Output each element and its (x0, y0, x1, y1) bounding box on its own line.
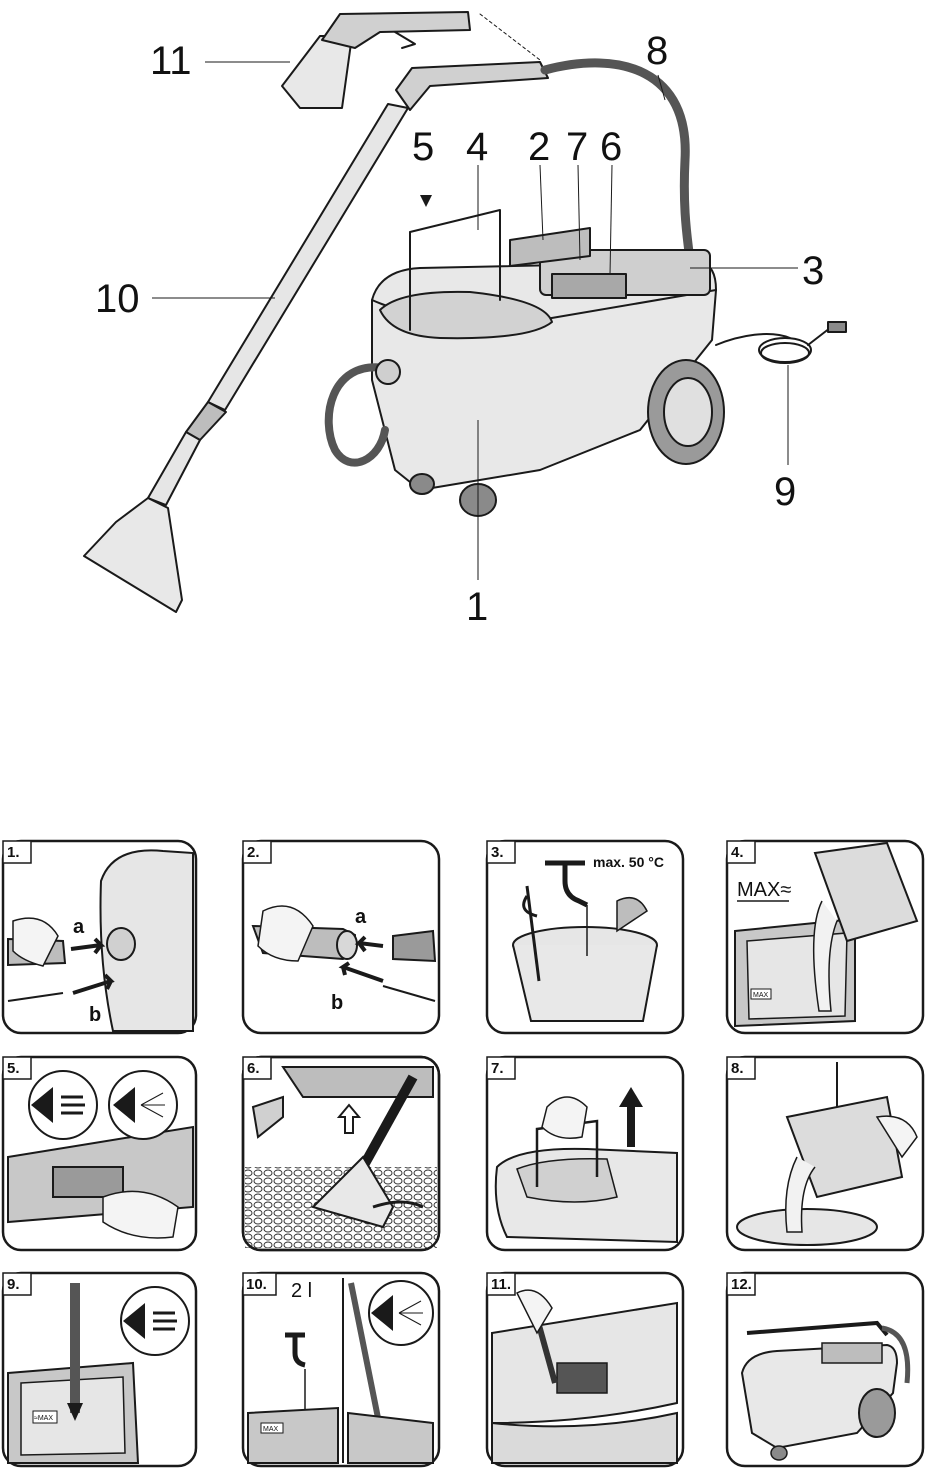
step-number: 5. (7, 1060, 20, 1077)
step-number: 9. (7, 1276, 20, 1293)
step-panel-5: 5. (1, 1055, 198, 1252)
step-panel-2: 2. a b (241, 839, 441, 1035)
max-fill-label: MAX≈ (737, 879, 791, 901)
spray-wand-drawing (83, 61, 549, 613)
step-number: 8. (731, 1060, 744, 1077)
volume-label: 2 l (291, 1280, 312, 1302)
label-b: b (89, 1004, 101, 1026)
callout-11: 11 (150, 39, 192, 83)
callout-labels: 11 8 5 4 2 7 6 3 10 9 1 (95, 29, 824, 629)
machine-body-drawing (324, 209, 725, 517)
label-b: b (331, 992, 343, 1014)
callout-3: 3 (802, 249, 824, 293)
max-marker-label: MAX (753, 992, 769, 999)
callout-4: 4 (466, 125, 488, 169)
step-panel-11: 11. (485, 1271, 685, 1468)
callout-2: 2 (528, 125, 550, 169)
step-number: 4. (731, 844, 744, 861)
main-machine-illustration (83, 11, 847, 613)
max-marker-label: ≈MAX (34, 1415, 53, 1422)
step-number: 10. (246, 1276, 267, 1293)
callout-10: 10 (95, 277, 140, 321)
step-number: 2. (247, 844, 260, 861)
step-panel-1: 1. a b (1, 839, 198, 1035)
callout-1: 1 (466, 585, 488, 629)
step-panel-9: 9. ≈MAX (1, 1271, 198, 1468)
hose-drawing (540, 58, 695, 270)
step-number: 3. (491, 844, 504, 861)
step-panel-7: 7. (485, 1055, 685, 1252)
callout-9: 9 (774, 470, 796, 514)
callout-leaders (152, 61, 798, 580)
step-number: 11. (491, 1276, 511, 1293)
step-panel-6: 6. (241, 1055, 441, 1252)
step-number: 7. (491, 1060, 504, 1077)
step-panel-3: 3. max. 50 °C (485, 839, 685, 1035)
step-number: 12. (731, 1276, 752, 1293)
hand-tool-drawing (281, 11, 541, 109)
callout-6: 6 (600, 125, 622, 169)
callout-7: 7 (566, 125, 588, 169)
step-panel-8: 8. (725, 1055, 925, 1252)
callout-5: 5 (412, 125, 434, 169)
max-temp-label: max. 50 °C (593, 854, 664, 870)
step-number: 6. (247, 1060, 260, 1077)
step-panel-10: 10. 2 l MAX (241, 1271, 441, 1468)
step-panel-12: 12. (725, 1271, 925, 1468)
label-a: a (355, 906, 367, 928)
callout-8: 8 (646, 29, 668, 73)
step-panel-4: 4. MAX≈ MAX (725, 839, 925, 1035)
label-a: a (73, 916, 85, 938)
step-number: 1. (7, 844, 20, 861)
max-marker-label: MAX (263, 1426, 279, 1433)
arrow-down-icon (420, 195, 432, 207)
power-cable-drawing (715, 321, 847, 364)
